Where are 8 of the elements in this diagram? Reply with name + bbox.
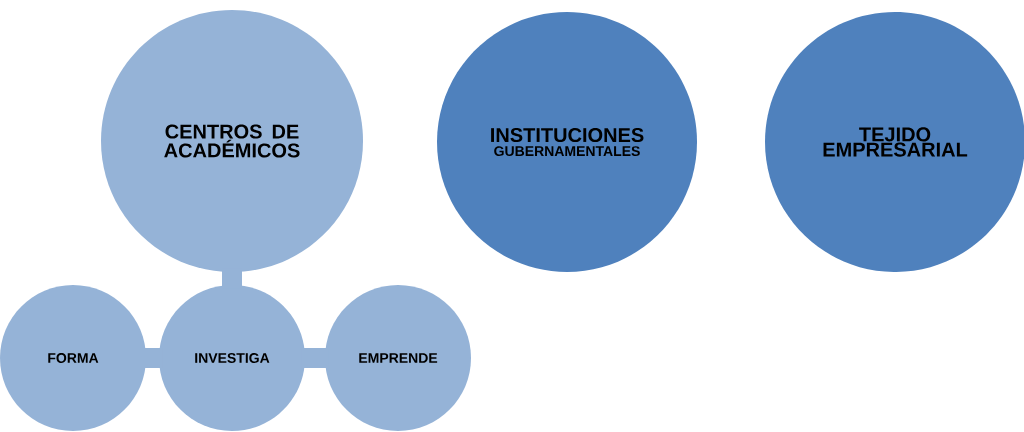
connector (142, 348, 163, 368)
circle-node: CENTROS DE ACADÉMICOS (101, 10, 363, 272)
connector (222, 268, 242, 289)
circle-node: INVESTIGA (159, 285, 305, 431)
connector (301, 348, 329, 368)
circle-node: FORMA (0, 285, 146, 431)
circle-node: EMPRENDE (325, 285, 471, 431)
circle-node: INSTITUCIONES GUBERNAMENTALES (437, 12, 697, 272)
